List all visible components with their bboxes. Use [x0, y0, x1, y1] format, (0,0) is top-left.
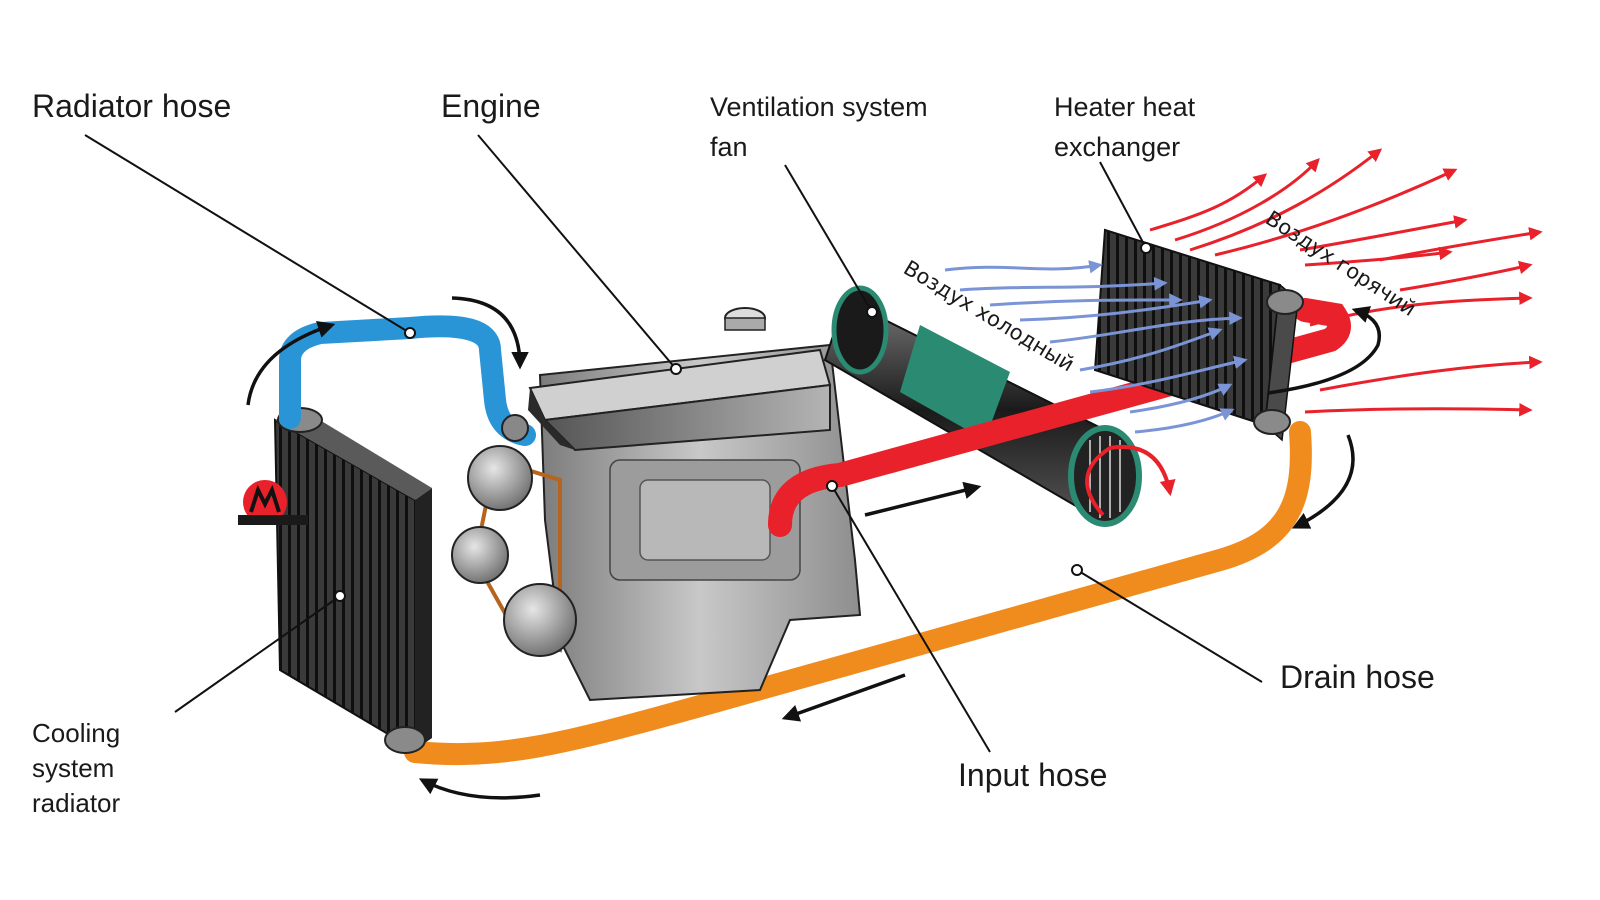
heater-label-line2: exchanger: [1054, 132, 1180, 162]
hot-air-flow-arrows: [1149, 148, 1543, 417]
fan-label-line1: Ventilation system: [710, 92, 928, 122]
heater-heat-exchanger: [1093, 228, 1304, 442]
flow-direction-arrow-icon: [246, 296, 1381, 800]
engine: [451, 307, 862, 702]
radiator-hose: [279, 315, 536, 446]
radiator-label-line2: system: [32, 753, 114, 783]
cooling-radiator: [273, 407, 432, 754]
drain-hose: [404, 421, 1312, 766]
brand-logo-icon: [238, 480, 308, 525]
engine-label: Engine: [441, 88, 541, 124]
ventilation-fan: [823, 285, 1142, 527]
fan-label-line2: fan: [710, 132, 748, 162]
drain-hose-label: Drain hose: [1280, 659, 1435, 695]
radiator-label-line3: radiator: [32, 788, 120, 818]
input-hose-label: Input hose: [958, 757, 1107, 793]
radiator-label-line1: Cooling: [32, 718, 120, 748]
input-hose: [768, 298, 1351, 537]
radiator-hose-label: Radiator hose: [32, 88, 231, 124]
heater-label-line1: Heater heat: [1054, 92, 1196, 122]
cold-air-flow-arrows: [944, 260, 1248, 434]
fan-rotation-arrow-icon: [1085, 445, 1176, 517]
leader-lines: [84, 134, 1263, 753]
